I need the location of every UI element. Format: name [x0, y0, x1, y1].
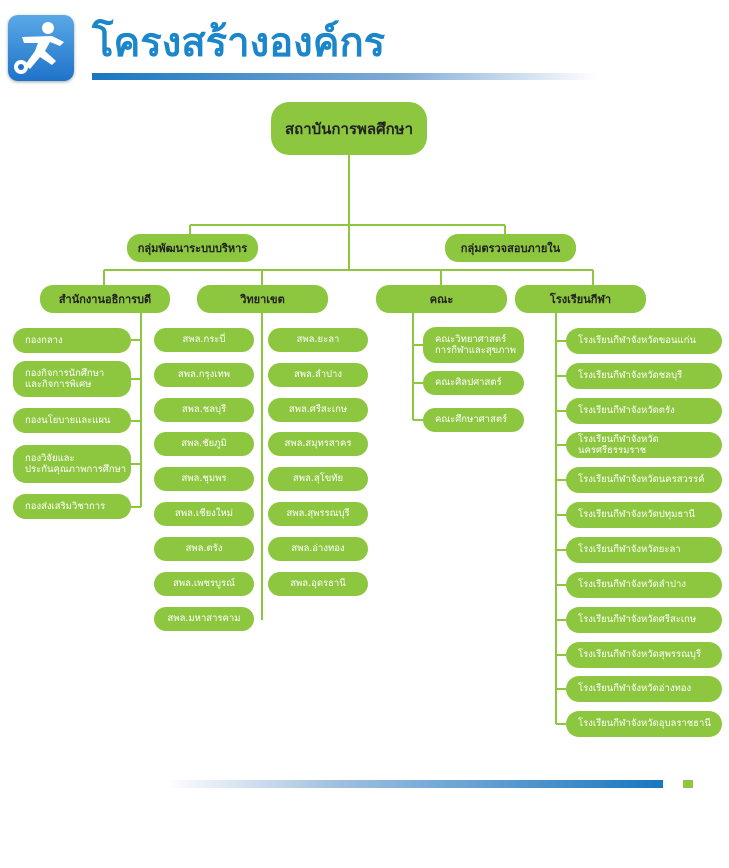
sports-school-node: โรงเรียนกีฬาจังหวัดขอนแก่น [566, 328, 722, 354]
footer-gradient-bar [165, 780, 663, 788]
sports-school-label: โรงเรียนกีฬาจังหวัดสุพรรณบุรี [578, 649, 702, 661]
campus-label: สพล.อ่างทอง [291, 543, 345, 555]
division-label: สำนักงานอธิการบดี [58, 293, 152, 306]
sports-school-node: โรงเรียนกีฬาจังหวัดอ่างทอง [566, 676, 722, 702]
campus-node: สพล.สุพรรณบุรี [268, 502, 368, 526]
campus-label: สพล.เชียงใหม่ [175, 508, 233, 520]
sports-school-node: โรงเรียนกีฬาจังหวัดอุบลราชธานี [566, 711, 722, 737]
division-label: โรงเรียนกีฬา [549, 293, 612, 306]
faculty-label: คณะศึกษาศาสตร์ [435, 414, 508, 426]
footer-accent-square [683, 780, 693, 788]
division-node: คณะ [376, 285, 507, 313]
sports-school-label: โรงเรียนกีฬาจังหวัดนครสวรรค์ [578, 474, 705, 486]
support-unit-node: กลุ่มตรวจสอบภายใน [445, 234, 576, 262]
sports-school-node: โรงเรียนกีฬาจังหวัดปทุมธานี [566, 502, 722, 528]
sports-school-label: โรงเรียนกีฬาจังหวัดลำปาง [578, 579, 686, 591]
sports-school-node: โรงเรียนกีฬาจังหวัดชลบุรี [566, 363, 722, 389]
faculty-node: คณะศึกษาศาสตร์ [423, 408, 524, 432]
faculty-label: คณะศิลปศาสตร์ [435, 377, 502, 389]
title-underline [92, 73, 597, 80]
sports-school-label: โรงเรียนกีฬาจังหวัดตรัง [578, 405, 675, 417]
support-unit-node: กลุ่มพัฒนาระบบบริหาร [127, 234, 258, 262]
campus-node: สพล.กรุงเทพ [154, 363, 254, 387]
campus-label: สพล.ตรัง [185, 543, 223, 555]
division-node: วิทยาเขต [197, 285, 328, 313]
sports-school-node: โรงเรียนกีฬาจังหวัดนครสวรรค์ [566, 467, 722, 493]
sports-school-label: โรงเรียนกีฬาจังหวัดชลบุรี [578, 370, 683, 382]
campus-node: สพล.ชัยภูมิ [154, 432, 254, 456]
office-unit-label: กองกลาง [25, 334, 63, 346]
campus-label: สพล.สุโขทัย [292, 473, 344, 485]
campus-node: สพล.ตรัง [154, 537, 254, 561]
campus-node: สพล.กระบี่ [154, 328, 254, 352]
campus-label: สพล.ชุมพร [181, 473, 227, 485]
page-title: โครงสร้างองค์กร [92, 20, 386, 66]
sports-school-node: โรงเรียนกีฬาจังหวัดสุพรรณบุรี [566, 642, 722, 668]
campus-node: สพล.สมุทรสาคร [268, 432, 368, 456]
office-unit-label: กองนโยบายและแผน [25, 414, 111, 426]
office-unit-label: กองกิจการนักศึกษา และกิจการพิเศษ [25, 367, 105, 390]
campus-node: สพล.อุดรธานี [268, 572, 368, 596]
campus-label: สพล.กระบี่ [182, 334, 226, 346]
campus-label: สพล.อุดรธานี [290, 578, 346, 590]
campus-node: สพล.ยะลา [268, 328, 368, 352]
root-node: สถาบันการพลศึกษา [271, 102, 427, 155]
office-unit-label: กองวิจัยและ ประกันคุณภาพการศึกษา [25, 452, 127, 475]
sports-school-label: โรงเรียนกีฬาจังหวัดนครศรีธรรมราช [578, 433, 659, 456]
support-unit-label: กลุ่มพัฒนาระบบบริหาร [137, 242, 248, 255]
division-node: สำนักงานอธิการบดี [40, 285, 170, 313]
campus-label: สพล.เพชรบูรณ์ [173, 578, 235, 590]
campus-node: สพล.ลำปาง [268, 363, 368, 387]
campus-label: สพล.ยะลา [296, 334, 340, 346]
office-unit-node: กองกลาง [13, 328, 131, 353]
sports-school-label: โรงเรียนกีฬาจังหวัดอ่างทอง [578, 683, 692, 695]
campus-label: สพล.กรุงเทพ [177, 369, 231, 381]
campus-node: สพล.เชียงใหม่ [154, 502, 254, 526]
sports-school-node: โรงเรียนกีฬาจังหวัดตรัง [566, 398, 722, 424]
campus-label: สพล.สมุทรสาคร [284, 438, 352, 450]
faculty-label: คณะวิทยาศาสตร์ การกีฬาและสุขภาพ [435, 333, 516, 356]
campus-node: สพล.อ่างทอง [268, 537, 368, 561]
campus-node: สพล.ชุมพร [154, 467, 254, 491]
sports-school-label: โรงเรียนกีฬาจังหวัดอุบลราชธานี [578, 718, 711, 730]
campus-node: สพล.ชลบุรี [154, 398, 254, 422]
campus-label: สพล.ชลบุรี [181, 404, 227, 416]
campus-node: สพล.เพชรบูรณ์ [154, 572, 254, 596]
campus-label: สพล.ลำปาง [293, 369, 343, 381]
campus-label: สพล.ศรีสะเกษ [288, 404, 348, 416]
sports-school-node: โรงเรียนกีฬาจังหวัดนครศรีธรรมราช [566, 432, 722, 458]
sports-school-node: โรงเรียนกีฬาจังหวัดศรีสะเกษ [566, 607, 722, 633]
sports-school-label: โรงเรียนกีฬาจังหวัดยะลา [578, 544, 681, 556]
office-unit-node: กองนโยบายและแผน [13, 408, 131, 433]
campus-label: สพล.สุพรรณบุรี [286, 508, 350, 520]
campus-node: สพล.สุโขทัย [268, 467, 368, 491]
faculty-node: คณะวิทยาศาสตร์ การกีฬาและสุขภาพ [423, 327, 524, 363]
office-unit-label: กองส่งเสริมวิชาการ [25, 500, 106, 512]
soccer-player-icon [8, 15, 74, 81]
sports-school-node: โรงเรียนกีฬาจังหวัดลำปาง [566, 572, 722, 598]
office-unit-node: กองวิจัยและ ประกันคุณภาพการศึกษา [13, 445, 131, 483]
sports-school-label: โรงเรียนกีฬาจังหวัดปทุมธานี [578, 509, 695, 521]
sports-school-node: โรงเรียนกีฬาจังหวัดยะลา [566, 537, 722, 563]
support-unit-label: กลุ่มตรวจสอบภายใน [460, 242, 561, 255]
office-unit-node: กองส่งเสริมวิชาการ [13, 494, 131, 519]
campus-node: สพล.มหาสารคาม [154, 607, 254, 631]
division-label: คณะ [429, 293, 454, 306]
campus-label: สพล.ชัยภูมิ [181, 438, 227, 450]
division-node: โรงเรียนกีฬา [515, 285, 646, 313]
sports-school-label: โรงเรียนกีฬาจังหวัดขอนแก่น [578, 335, 696, 347]
sports-school-label: โรงเรียนกีฬาจังหวัดศรีสะเกษ [578, 614, 697, 626]
root-label: สถาบันการพลศึกษา [285, 119, 413, 138]
campus-label: สพล.มหาสารคาม [167, 613, 241, 625]
office-unit-node: กองกิจการนักศึกษา และกิจการพิเศษ [13, 361, 131, 397]
division-label: วิทยาเขต [240, 293, 285, 306]
faculty-node: คณะศิลปศาสตร์ [423, 371, 524, 395]
campus-node: สพล.ศรีสะเกษ [268, 398, 368, 422]
